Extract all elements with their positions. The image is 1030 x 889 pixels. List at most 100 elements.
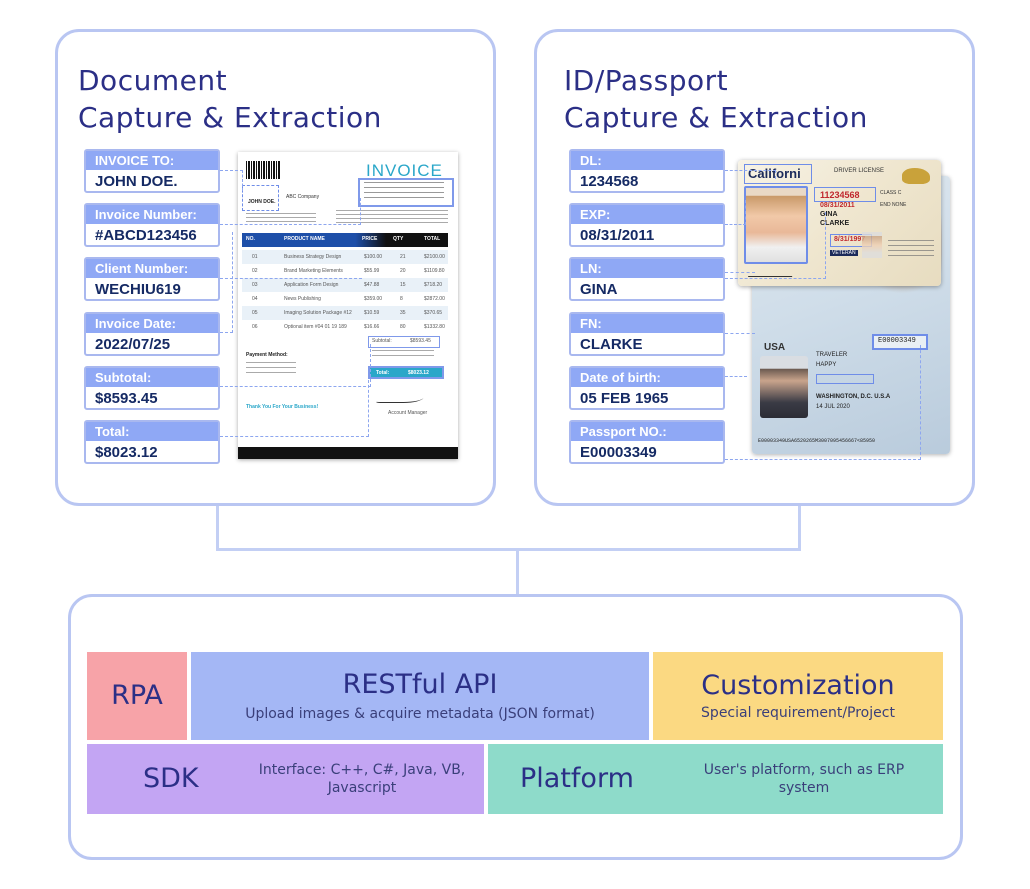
platform-block: Platform User's platform, such as ERP sy…: [488, 744, 943, 814]
invoice-col-qty: QTY: [393, 236, 404, 242]
invoice-number-box: [358, 178, 454, 207]
table-row: 06 Optional item #04 01 19 189 $16.66 80…: [242, 320, 448, 334]
field-fn: FN: CLARKE: [569, 312, 725, 356]
table-row: 02 Brand Marketing Elements $55.99 20 $1…: [242, 264, 448, 278]
field-date-of-birth: Date of birth: 05 FEB 1965: [569, 366, 725, 410]
connector-client-number: [220, 202, 362, 279]
field-value: WECHIU619: [95, 281, 181, 298]
customization-subtitle: Special requirement/Project: [701, 705, 895, 721]
id-panel-title-line1: ID/Passport: [564, 64, 729, 97]
passport-number-box: [872, 334, 928, 350]
passport-issued: 14 JUL 2020: [816, 404, 850, 410]
license-type: DRIVER LICENSE: [834, 168, 885, 174]
field-ln: LN: GINA: [569, 257, 725, 301]
connector-total: [220, 380, 369, 437]
invoice-payment-method: Payment Method:: [246, 352, 288, 358]
field-value: E00003349: [580, 444, 657, 461]
passport-country: USA: [764, 342, 786, 353]
rpa-block: RPA: [87, 652, 187, 740]
customization-title: Customization: [701, 670, 895, 701]
connector-ln: [725, 212, 826, 279]
table-row: 01 Business Strategy Design $100.00 21 $…: [242, 250, 448, 264]
sdk-subtitle: Interface: C++, C#, Java, VB, Javascript: [258, 762, 466, 796]
table-row: 04 News Publishing $359.00 8 $2872.00: [242, 292, 448, 306]
invoice-subtotal-label: Subtotal:: [372, 338, 392, 344]
bracket-left-vertical: [216, 506, 219, 550]
invoice-signature-caption: Account Manager: [388, 410, 428, 416]
id-panel-title-line2: Capture & Extraction: [564, 101, 868, 134]
field-value: JOHN DOE.: [95, 173, 178, 190]
field-exp: EXP: 08/31/2011: [569, 203, 725, 247]
field-value: 2022/07/25: [95, 336, 171, 353]
invoice-total-box: [368, 366, 444, 379]
invoice-to-name: JOHN DOE.: [248, 199, 276, 205]
field-value: 05 FEB 1965: [580, 390, 669, 407]
license-photo: [744, 186, 808, 264]
field-label: INVOICE TO:: [86, 151, 218, 170]
signature-icon: [375, 390, 427, 403]
connector-invoice-number: [220, 198, 361, 225]
passport-birthplace: WASHINGTON, D.C. U.S.A: [816, 394, 891, 400]
bracket-horizontal: [216, 548, 801, 551]
invoice-subtotal-value: $8593.45: [410, 338, 431, 344]
restful-api-block: RESTful API Upload images & acquire meta…: [191, 652, 649, 740]
field-passport-no: Passport NO.: E00003349: [569, 420, 725, 464]
connector-passport: [725, 345, 921, 460]
field-label: Subtotal:: [86, 368, 218, 387]
field-value: $8593.45: [95, 390, 158, 407]
rpa-title: RPA: [111, 680, 163, 711]
dear-client-text: [336, 210, 448, 224]
license-dl-box: [814, 187, 876, 202]
license-class: CLASS C: [880, 190, 902, 196]
table-row: 03 Application Form Design $47.88 15 $71…: [242, 278, 448, 292]
license-small-photo: [862, 232, 882, 258]
driver-license-image: Californi DRIVER LICENSE 11234568 08/31/…: [738, 160, 941, 286]
passport-mrz: E00003349USA6520265M3007095456667<85950: [758, 438, 876, 444]
field-value: #ABCD123456: [95, 227, 197, 244]
field-invoice-to: INVOICE TO: JOHN DOE.: [84, 149, 220, 193]
connector-invoice-date: [220, 232, 233, 333]
bear-icon: [902, 168, 930, 184]
invoice-footer-bar: [238, 447, 458, 459]
invoice-col-product: PRODUCT NAME: [284, 236, 325, 242]
payment-method-lines: [246, 362, 296, 376]
field-value: 1234568: [580, 173, 639, 190]
invoice-table-header: [242, 233, 448, 247]
sdk-title: SDK: [143, 763, 199, 794]
license-veteran: VETERAN: [830, 250, 858, 256]
document-panel-title-line1: Document: [78, 64, 228, 97]
field-label: DL:: [571, 151, 723, 170]
invoice-table-body: 01 Business Strategy Design $100.00 21 $…: [242, 250, 448, 334]
company-address-lines: [246, 213, 316, 225]
field-label: Invoice Date:: [86, 314, 218, 333]
table-row: 05 Imaging Solution Package #12 $10.59 3…: [242, 306, 448, 320]
license-dob: 8/31/1997: [834, 236, 866, 243]
field-total: Total: $8023.12: [84, 420, 220, 464]
sdk-block: SDK Interface: C++, C#, Java, VB, Javasc…: [87, 744, 484, 814]
field-label: Invoice Number:: [86, 205, 218, 224]
bracket-stem: [516, 550, 519, 596]
field-value: CLARKE: [580, 336, 643, 353]
license-dl-number: 11234568: [820, 190, 860, 200]
document-panel-title-line2: Capture & Extraction: [78, 101, 382, 134]
field-label: Date of birth:: [571, 368, 723, 387]
invoice-to-box: [242, 185, 279, 211]
restful-api-subtitle: Upload images & acquire metadata (JSON f…: [245, 706, 595, 722]
field-label: LN:: [571, 259, 723, 278]
connector-exp: [725, 200, 746, 225]
connector-invoice-to: [220, 170, 243, 191]
field-invoice-number: Invoice Number: #ABCD123456: [84, 203, 220, 247]
license-ln: GINA: [820, 211, 838, 218]
connector-dob: [725, 376, 747, 387]
field-label: EXP:: [571, 205, 723, 224]
passport-given-name: HAPPY: [816, 362, 837, 368]
connector-fn: [725, 272, 755, 334]
field-value: 08/31/2011: [580, 227, 655, 244]
field-subtotal: Subtotal: $8593.45: [84, 366, 220, 410]
field-dl: DL: 1234568: [569, 149, 725, 193]
field-label: Client Number:: [86, 259, 218, 278]
field-label: Passport NO.:: [571, 422, 723, 441]
invoice-thanks: Thank You For Your Business!: [246, 404, 319, 410]
field-client-number: Client Number: WECHIU619: [84, 257, 220, 301]
barcode-icon: [246, 161, 280, 179]
